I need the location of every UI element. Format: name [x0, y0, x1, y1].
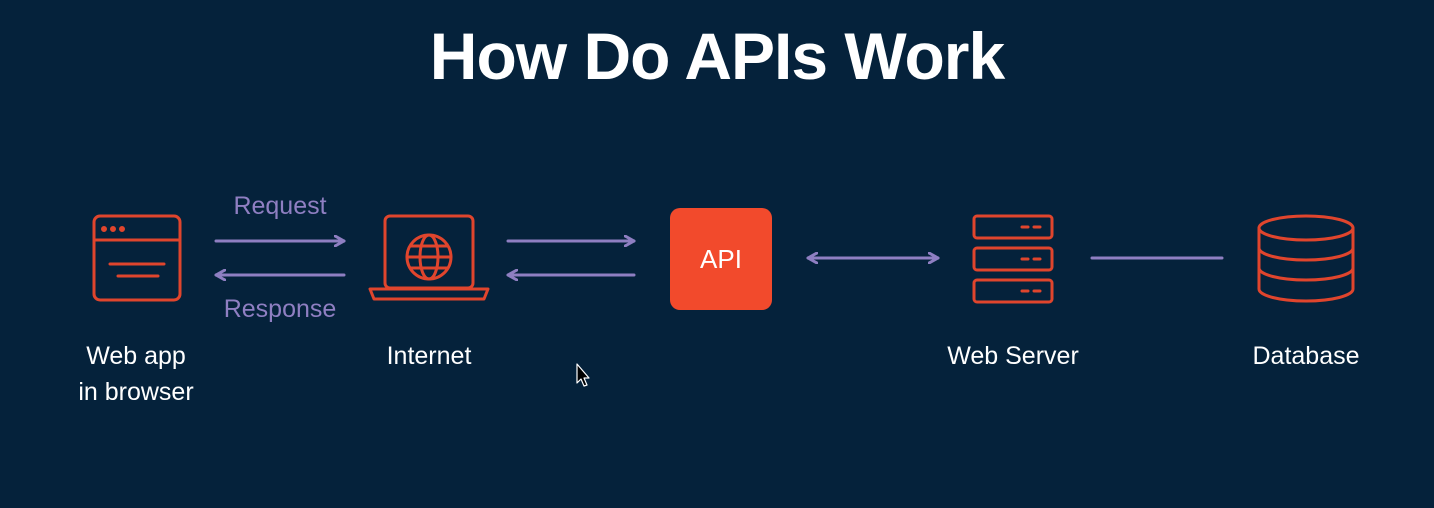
response-label: Response	[223, 295, 337, 323]
database-icon	[1257, 214, 1355, 303]
internet-label: Internet	[386, 342, 472, 370]
mouse-cursor-icon	[576, 363, 590, 387]
browser-label: Web app in browser	[78, 342, 194, 406]
request-label: Request	[233, 192, 327, 220]
laptop-globe-icon	[368, 214, 490, 301]
browser-window-icon	[92, 214, 182, 302]
page-title: How Do APIs Work	[429, 19, 1005, 93]
api-box	[670, 208, 772, 310]
api-label: API	[700, 244, 742, 274]
database-label: Database	[1252, 342, 1360, 370]
server-stack-icon	[972, 214, 1054, 304]
web-server-label: Web Server	[947, 342, 1079, 370]
